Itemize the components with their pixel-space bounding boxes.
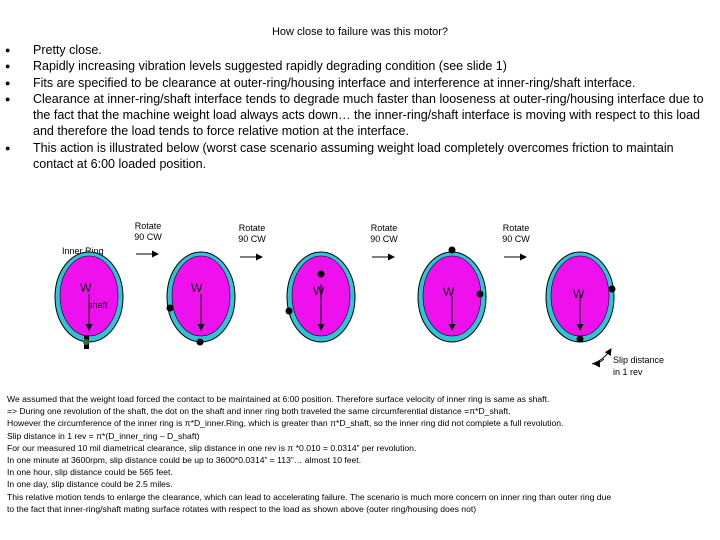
bullet-text: Fits are specified to be clearance at ou…	[33, 75, 636, 90]
bearing-stage-1: W shaft	[54, 251, 124, 349]
note-line: In one day, slip distance could be 2.5 m…	[7, 479, 173, 490]
shaft-dot	[476, 290, 484, 298]
bearing-stage-3: W	[285, 251, 356, 343]
weight-label: W	[191, 281, 203, 295]
slide-title: How close to failure was this motor?	[271, 26, 449, 38]
bullet-item: ● Pretty close.	[5, 42, 715, 58]
note-line: In one hour, slip distance could be 565 …	[7, 467, 173, 478]
bullet-item: ● Fits are specified to be clearance at o…	[5, 75, 715, 91]
note-line: For our measured 10 mil diametrical clea…	[7, 442, 417, 453]
note-line: However the circumference of the inner r…	[7, 418, 564, 429]
bearing-stage-4: W	[417, 246, 487, 343]
slip-distance-label-line2: in 1 rev	[613, 367, 643, 377]
bullet-dot-icon: ●	[5, 93, 11, 104]
weight-label: W	[443, 285, 455, 299]
inner-ring-dot	[83, 339, 89, 345]
bullet-dot-icon: ●	[5, 142, 11, 153]
bullet-dot-icon: ●	[5, 77, 11, 88]
slip-distance-label-line1: Slip distance	[613, 355, 664, 365]
weight-label: W	[80, 281, 92, 295]
bullet-item: ● Clearance at inner-ring/shaft interface…	[5, 91, 715, 140]
rotate-label-1-line1: Rotate	[135, 221, 162, 231]
note-line: to the fact that inner-ring/shaft mating…	[7, 503, 477, 514]
bullet-text: Pretty close.	[33, 43, 102, 57]
note-line: => During one revolution of the shaft, t…	[7, 406, 511, 417]
bullet-text: Clearance at inner-ring/shaft interface …	[33, 91, 704, 139]
bullet-dot-icon: ●	[5, 45, 11, 55]
bearing-stage-5: W Slip distance in 1 rev	[545, 251, 664, 377]
rotate-label-4-line2: 90 CW	[502, 234, 530, 244]
slip-distance-arrow-start	[593, 358, 605, 368]
shaft-label: shaft	[88, 300, 108, 310]
weight-label: W	[313, 284, 325, 298]
bearing-rotation-diagram: Rotate 90 CW Rotate 90 CW Rotate 90 CW R…	[54, 221, 664, 377]
rotate-label-4-line1: Rotate	[503, 223, 530, 233]
shaft-dot	[576, 335, 584, 343]
rotate-label-2-line2: 90 CW	[238, 234, 266, 244]
explanation-notes: We assumed that the weight load forced t…	[7, 393, 719, 515]
shaft-dot	[166, 304, 174, 312]
bullet-item: ● This action is illustrated below (worst…	[5, 140, 715, 173]
bullet-text: This action is illustrated below (worst …	[33, 140, 674, 172]
note-line: This relative motion tends to enlarge th…	[7, 491, 612, 502]
shaft-dot	[317, 270, 325, 278]
rotate-label-2-line1: Rotate	[239, 223, 266, 233]
rotate-label-1-line2: 90 CW	[134, 232, 162, 242]
inner-ring-label: Inner Ring	[62, 246, 104, 256]
bullet-list: ● Pretty close. ● Rapidly increasing vibra…	[5, 42, 715, 172]
bullet-text: Rapidly increasing vibration levels sugg…	[33, 59, 507, 74]
note-line: We assumed that the weight load forced t…	[7, 394, 550, 404]
inner-ring-dot	[285, 307, 293, 315]
slip-distance-arrow	[591, 348, 612, 365]
rotate-label-3-line1: Rotate	[371, 223, 398, 233]
note-line: In one minute at 3600rpm, slip distance …	[7, 455, 362, 466]
note-line: Slip distance in 1 rev = π*(D_inner_ring…	[7, 430, 200, 441]
rotate-label-3-line2: 90 CW	[370, 234, 398, 244]
inner-ring-dot	[608, 285, 616, 293]
bullet-item: ● Rapidly increasing vibration levels sug…	[5, 58, 715, 74]
weight-label: W	[573, 287, 585, 301]
bullet-dot-icon: ●	[5, 61, 11, 72]
bearing-stage-2: W	[166, 251, 236, 346]
inner-ring-dot	[196, 338, 204, 346]
inner-ring-dot	[448, 246, 456, 254]
